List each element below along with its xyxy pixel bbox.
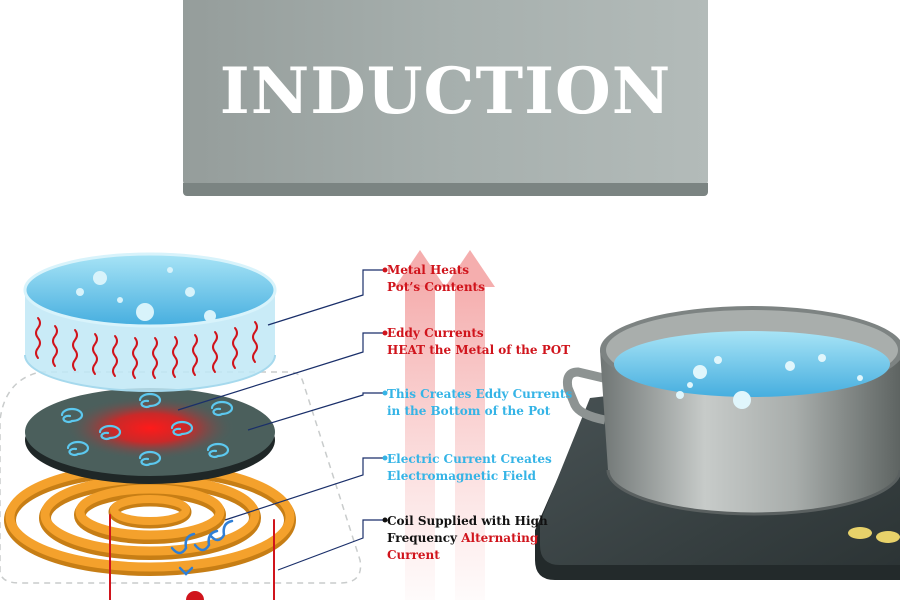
title-banner-face bbox=[183, 0, 708, 185]
label-eddy-heat-line2: HEAT the Metal of the POT bbox=[387, 343, 571, 357]
page-title: INDUCTION bbox=[219, 54, 672, 129]
title-banner: INDUCTION bbox=[183, 0, 708, 196]
pot-bottom-plate bbox=[25, 388, 275, 484]
leader-electric bbox=[224, 457, 385, 521]
water-layer bbox=[23, 252, 277, 392]
leader-eddy-create bbox=[247, 392, 385, 431]
leader-lines bbox=[177, 267, 388, 571]
heat-arrow-left bbox=[395, 250, 445, 600]
dashed-outline bbox=[0, 371, 362, 584]
label-metal-heats-line1: Metal Heats bbox=[387, 263, 470, 277]
leader-eddy-heat bbox=[177, 332, 385, 411]
eddy-current-swirls bbox=[60, 392, 234, 466]
label-metal-heats-line2: Pot’s Contents bbox=[387, 280, 485, 294]
cooking-pot bbox=[563, 306, 900, 516]
label-coil-line2: Frequency Alternating bbox=[387, 530, 548, 547]
label-eddy-create: This Creates Eddy Currents in the Bottom… bbox=[387, 386, 572, 420]
label-electric-line1: Electric Current Creates bbox=[387, 452, 552, 466]
leader-metal-heats bbox=[267, 269, 385, 326]
heat-arrow-right bbox=[445, 250, 495, 600]
label-coil: Coil Supplied with High Frequency Altern… bbox=[387, 513, 548, 564]
induction-coil bbox=[4, 462, 296, 600]
label-eddy-create-line1: This Creates Eddy Currents bbox=[387, 387, 573, 401]
leader-coil bbox=[277, 519, 385, 571]
label-eddy-heat: Eddy Currents HEAT the Metal of the POT bbox=[387, 325, 570, 359]
title-banner-edge bbox=[183, 183, 708, 196]
label-eddy-create-line2: in the Bottom of the Pot bbox=[387, 404, 551, 418]
label-coil-line2b: Alternating bbox=[461, 531, 539, 545]
label-electric-line2: Electromagnetic Field bbox=[387, 469, 536, 483]
label-eddy-heat-line1: Eddy Currents bbox=[387, 326, 484, 340]
heat-waves bbox=[35, 317, 258, 379]
label-coil-line2a: Frequency bbox=[387, 531, 462, 545]
label-coil-line3: Current bbox=[387, 548, 440, 562]
label-coil-line1: Coil Supplied with High bbox=[387, 514, 548, 528]
label-metal-heats: Metal Heats Pot’s Contents bbox=[387, 262, 485, 296]
label-electric: Electric Current Creates Electromagnetic… bbox=[387, 451, 552, 485]
